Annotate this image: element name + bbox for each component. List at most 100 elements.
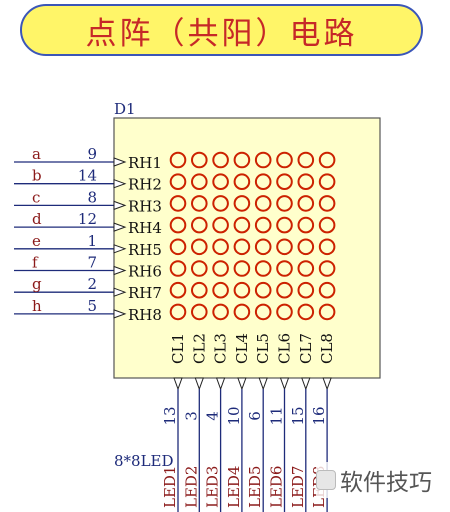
led-icon [276, 260, 293, 277]
led-icon [233, 281, 251, 299]
column-pin-number: 6 [246, 411, 264, 421]
row-net-label: a [32, 145, 41, 163]
led-icon [191, 238, 208, 256]
input-arrow-icon [113, 244, 127, 254]
led-icon [233, 260, 251, 277]
row-net-label: g [32, 275, 42, 293]
led-icon [318, 195, 336, 212]
row-pin-name: RH7 [128, 284, 162, 302]
led-icon [191, 195, 208, 212]
led-icon [191, 216, 208, 234]
led-icon [254, 303, 272, 321]
column-pin-name: CL2 [190, 333, 208, 364]
led-icon [254, 195, 272, 212]
led-matrix-body [113, 117, 381, 379]
row-pin-name: RH1 [128, 154, 162, 172]
led-icon [254, 260, 272, 277]
led-icon [169, 260, 187, 277]
led-icon [276, 281, 293, 299]
led-icon [191, 260, 208, 277]
led-grid [169, 151, 336, 321]
led-icon [254, 151, 272, 169]
input-arrow-icon [113, 265, 127, 276]
row-pin-number: 2 [87, 275, 97, 293]
led-icon [233, 151, 251, 169]
row-net-label: e [32, 232, 41, 250]
led-icon [276, 216, 293, 234]
led-icon [233, 238, 251, 256]
input-arrow-icon [322, 377, 332, 391]
column-pin-number: 15 [289, 406, 307, 425]
led-icon [233, 195, 251, 212]
led-icon [169, 238, 187, 256]
led-icon [191, 303, 208, 321]
component-part-name: 8*8LED [114, 452, 174, 470]
row-pin-number: 5 [87, 297, 97, 315]
column-pin-name: CL5 [254, 333, 272, 364]
led-icon [212, 238, 229, 256]
led-icon [297, 216, 315, 234]
led-icon [318, 151, 336, 169]
row-pin-number: 1 [87, 232, 97, 250]
led-icon [254, 216, 272, 234]
column-pin-name: CL6 [276, 333, 294, 364]
column-net-label: LED5 [246, 466, 264, 508]
led-icon [318, 303, 336, 321]
column-pin-number: 13 [161, 406, 179, 425]
input-arrow-icon [173, 377, 183, 391]
led-icon [233, 216, 251, 234]
led-icon [276, 303, 293, 321]
led-icon [191, 281, 208, 299]
input-arrow-icon [113, 287, 127, 297]
led-icon [212, 281, 229, 299]
row-pin-name: RH8 [128, 306, 162, 324]
row-pin-name: RH5 [128, 241, 162, 259]
row-net-label: b [32, 167, 42, 185]
led-icon [254, 281, 272, 299]
led-icon [191, 173, 208, 190]
column-net-label: LED2 [182, 466, 200, 508]
row-pin-number: 14 [78, 167, 97, 185]
led-icon [212, 303, 229, 321]
column-pin-name: CL7 [297, 333, 315, 364]
led-icon [318, 216, 336, 234]
component-designator: D1 [114, 100, 136, 118]
watermark-text: 软件技巧 [340, 470, 432, 496]
column-pin-number: 10 [225, 406, 243, 425]
row-pin-number: 7 [87, 254, 97, 272]
led-icon [276, 238, 293, 256]
input-arrow-icon [113, 200, 127, 211]
led-icon [254, 238, 272, 256]
column-pin-name: CL4 [233, 333, 251, 364]
led-icon [254, 173, 272, 190]
input-arrow-icon [215, 377, 226, 391]
input-arrow-icon [301, 377, 311, 391]
column-pin-name: CL8 [318, 333, 336, 364]
row-net-label: c [32, 188, 40, 206]
title-banner: 点阵（共阳）电路 [20, 4, 423, 56]
led-icon [169, 151, 187, 169]
led-icon [297, 173, 315, 190]
row-pin-number: 9 [87, 145, 97, 163]
column-net-label: LED7 [289, 466, 307, 508]
input-arrow-icon [237, 377, 247, 391]
column-pin-number: 11 [268, 406, 286, 425]
led-icon [297, 303, 315, 321]
input-arrow-icon [113, 178, 127, 189]
led-icon [297, 238, 315, 256]
row-net-label: f [32, 254, 39, 272]
watermark-logo-icon [316, 470, 336, 490]
